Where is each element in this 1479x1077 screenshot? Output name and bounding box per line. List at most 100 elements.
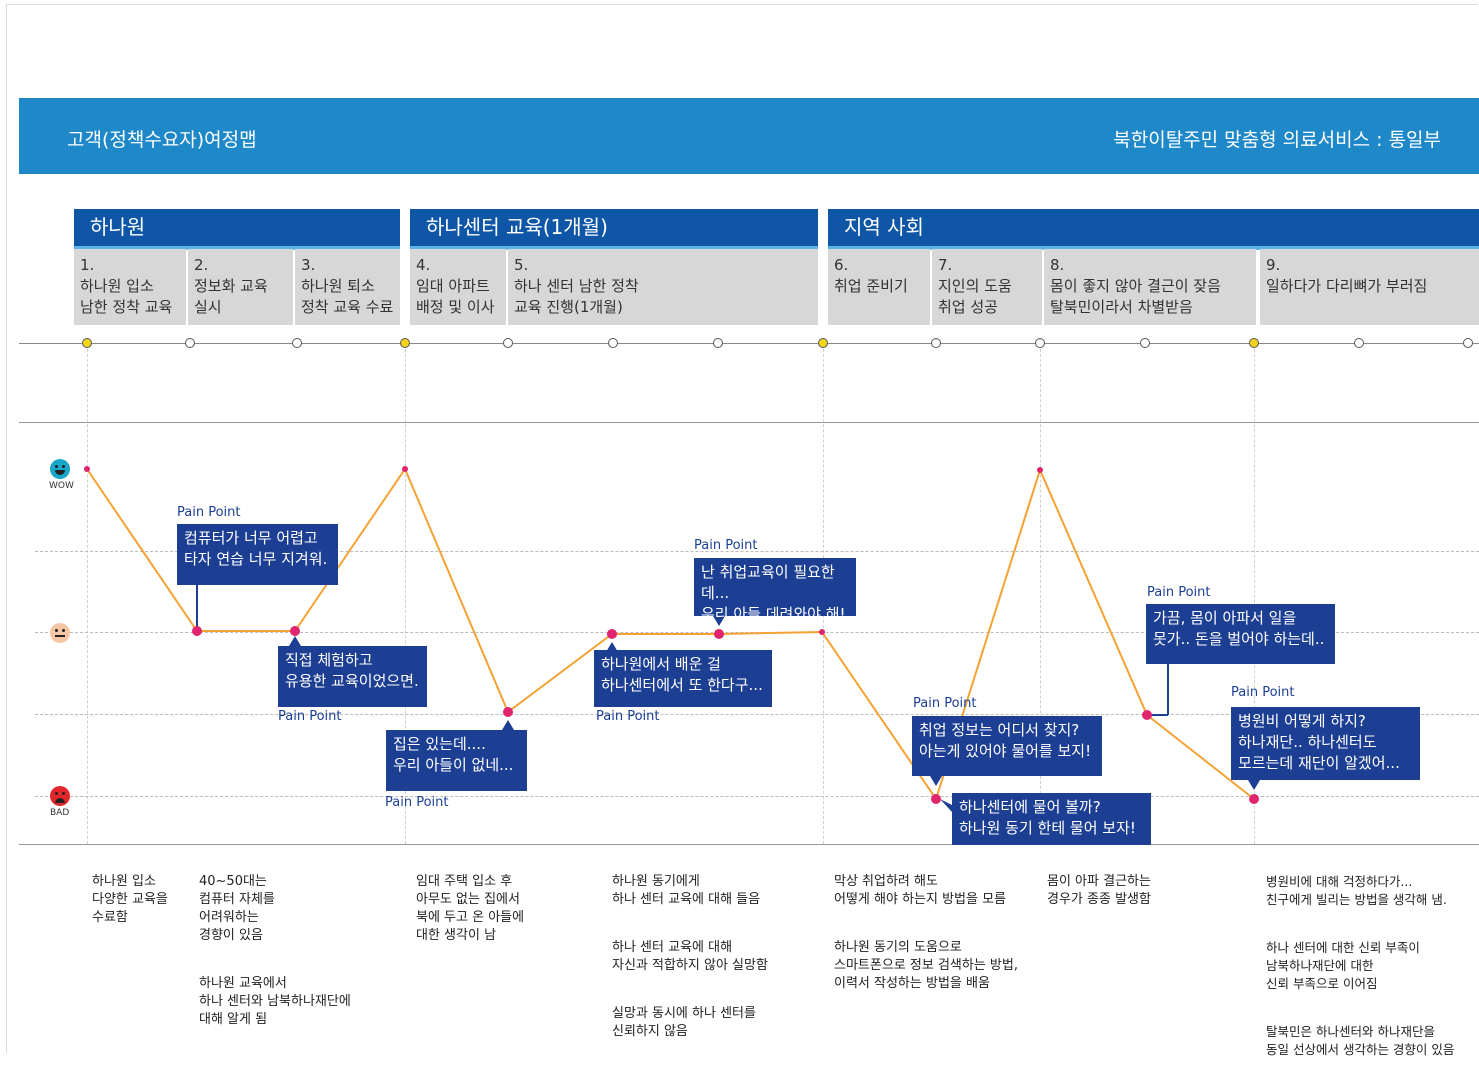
note-column-2: 40~50대는 컴퓨터 자체를 어려워하는 경향이 있음 하나원 교육에서 하나… bbox=[199, 855, 399, 1047]
timeline-marker bbox=[608, 338, 618, 348]
note-text: 하나 센터 교육에 대해 자신과 적합하지 않아 실망함 bbox=[612, 940, 768, 973]
pain-point-label: Pain Point bbox=[385, 795, 449, 810]
note-text: 하나원 동기의 도움으로 스마트폰으로 정보 검색하는 방법, 이력서 작성하는… bbox=[834, 940, 1018, 991]
emotion-point bbox=[607, 629, 617, 639]
page-frame bbox=[6, 4, 1478, 1053]
step-number: 3. bbox=[301, 256, 316, 274]
emotion-point bbox=[84, 466, 90, 472]
note-column-6: 몸이 아파 결근하는 경우가 종종 발생함 bbox=[1047, 855, 1247, 927]
step-5: 5. 하나 센터 남한 정착 교육 진행(1개월) bbox=[508, 249, 818, 325]
bubble-pointer bbox=[289, 636, 301, 646]
note-column-4: 하나원 동기에게 하나 센터 교육에 대해 들음 하나 센터 교육에 대해 자신… bbox=[612, 855, 822, 1059]
guide-line bbox=[1040, 349, 1041, 844]
grid-line bbox=[35, 714, 1479, 715]
step-number: 8. bbox=[1050, 256, 1065, 274]
pain-point-label: Pain Point bbox=[596, 709, 660, 724]
step-label: 하나 센터 남한 정착 교육 진행(1개월) bbox=[514, 277, 639, 316]
pain-point-label: Pain Point bbox=[1231, 685, 1295, 700]
bubble-pointer bbox=[930, 776, 942, 786]
step-number: 2. bbox=[194, 256, 209, 274]
note-text: 탈북민은 하나센터와 하나재단을 동일 선상에서 생각하는 경향이 있음 bbox=[1266, 1024, 1455, 1057]
note-text: 하나 센터에 대한 신뢰 부족이 남북하나재단에 대한 신뢰 부족으로 이어짐 bbox=[1266, 940, 1420, 991]
pain-point-label: Pain Point bbox=[177, 505, 241, 520]
pain-point-bubble: 가끔, 몸이 아파서 일을 못가.. 돈을 벌어야 하는데.. bbox=[1146, 604, 1335, 664]
pain-point-label: Pain Point bbox=[278, 709, 342, 724]
step-7: 7. 지인의 도움 취업 성공 bbox=[932, 249, 1042, 325]
step-label: 취업 준비기 bbox=[834, 277, 908, 295]
wow-label: WOW bbox=[49, 481, 74, 491]
timeline-marker bbox=[1354, 338, 1364, 348]
bubble-pointer bbox=[940, 799, 952, 812]
guide-line bbox=[1254, 349, 1255, 844]
phase-local-community: 지역 사회 bbox=[828, 209, 1479, 250]
milestone-marker bbox=[82, 338, 92, 348]
timeline-marker bbox=[1140, 338, 1150, 348]
step-2: 2. 정보화 교육 실시 bbox=[188, 249, 293, 325]
step-6: 6. 취업 준비기 bbox=[828, 249, 930, 325]
bubble-pointer bbox=[713, 616, 725, 626]
timeline-marker bbox=[1035, 338, 1045, 348]
step-label: 몸이 좋지 않아 결근이 잦음 탈북민이라서 차별받음 bbox=[1050, 277, 1221, 316]
timeline-marker bbox=[292, 338, 302, 348]
emotion-point bbox=[1142, 710, 1152, 720]
timeline-marker bbox=[931, 338, 941, 348]
step-3: 3. 하나원 퇴소 정착 교육 수료 bbox=[295, 249, 400, 325]
pain-point-bubble: 취업 정보는 어디서 찾지? 아는게 있어야 물어를 보지! bbox=[912, 716, 1102, 776]
emotion-point bbox=[931, 794, 941, 804]
step-number: 1. bbox=[80, 256, 95, 274]
emotion-point bbox=[714, 629, 724, 639]
phase-hanawon: 하나원 bbox=[74, 209, 400, 250]
emotion-top-line bbox=[19, 422, 1479, 423]
neutral-face-icon bbox=[50, 623, 70, 643]
timeline-marker bbox=[1463, 338, 1473, 348]
emotion-line bbox=[86, 466, 1255, 802]
step-number: 4. bbox=[416, 256, 431, 274]
step-label: 하나원 퇴소 정착 교육 수료 bbox=[301, 277, 394, 316]
emotion-point bbox=[192, 626, 202, 636]
pain-point-bubble: 하나원에서 배운 걸 하나센터에서 또 한다구... bbox=[594, 650, 772, 707]
note-column-3: 임대 주택 입소 후 아무도 없는 집에서 북에 두고 온 아들에 대한 생각이… bbox=[416, 855, 596, 963]
emotion-curve bbox=[84, 466, 1260, 812]
note-text: 하나원 교육에서 하나 센터와 남북하나재단에 대해 알게 됨 bbox=[199, 976, 351, 1027]
step-number: 6. bbox=[834, 256, 849, 274]
note-column-1: 하나원 입소 다양한 교육을 수료함 bbox=[92, 855, 192, 945]
note-text: 40~50대는 컴퓨터 자체를 어려워하는 경향이 있음 bbox=[199, 874, 275, 943]
pain-point-bubble: 직접 체험하고 유용한 교육이었으면. bbox=[278, 646, 427, 707]
timeline-marker bbox=[713, 338, 723, 348]
pain-point-label: Pain Point bbox=[1147, 585, 1211, 600]
header-banner: 고객(정책수요자)여정맵 북한이탈주민 맞춤형 의료서비스 : 통일부 bbox=[19, 98, 1479, 174]
pain-point-label: Pain Point bbox=[694, 538, 758, 553]
emotion-point bbox=[503, 707, 513, 717]
step-label: 지인의 도움 취업 성공 bbox=[938, 277, 1012, 316]
grid-line bbox=[35, 551, 1479, 552]
step-label: 하나원 입소 남한 정착 교육 bbox=[80, 277, 173, 316]
guide-line bbox=[405, 349, 406, 844]
step-number: 5. bbox=[514, 256, 529, 274]
timeline-line bbox=[19, 343, 1479, 344]
bubble-pointer bbox=[1248, 780, 1260, 790]
journey-map-title: 고객(정책수요자)여정맵 bbox=[67, 129, 257, 151]
emotion-bottom-line bbox=[19, 844, 1479, 845]
note-text: 몸이 아파 결근하는 경우가 종종 발생함 bbox=[1047, 874, 1151, 907]
bubble-pointer bbox=[502, 720, 514, 730]
milestone-marker bbox=[818, 338, 828, 348]
guide-line bbox=[87, 349, 88, 844]
service-title: 북한이탈주민 맞춤형 의료서비스 : 통일부 bbox=[1113, 129, 1441, 151]
step-9: 9. 일하다가 다리뼈가 부러짐 bbox=[1260, 249, 1479, 325]
grid-line bbox=[35, 796, 1479, 797]
step-number: 9. bbox=[1266, 256, 1281, 274]
note-text: 막상 취업하려 해도 어떻게 해야 하는지 방법을 모름 bbox=[834, 874, 1007, 907]
note-text: 병원비에 대해 걱정하다가... 친구에게 빌리는 방법을 생각해 냄. bbox=[1266, 874, 1447, 907]
step-8: 8. 몸이 좋지 않아 결근이 잦음 탈북민이라서 차별받음 bbox=[1044, 249, 1256, 325]
step-4: 4. 임대 아파트 배정 및 이사 bbox=[410, 249, 506, 325]
pain-point-bubble: 난 취업교육이 필요한데... 우리 아들 데려와야 해! bbox=[694, 558, 856, 623]
timeline-marker bbox=[185, 338, 195, 348]
emotion-point bbox=[1037, 467, 1043, 473]
milestone-marker bbox=[400, 338, 410, 348]
milestone-marker bbox=[1249, 338, 1259, 348]
step-label: 정보화 교육 실시 bbox=[194, 277, 268, 316]
emotion-point bbox=[290, 626, 300, 636]
bad-face-icon bbox=[50, 786, 70, 806]
note-text: 하나원 입소 다양한 교육을 수료함 bbox=[92, 874, 168, 925]
note-column-5: 막상 취업하려 해도 어떻게 해야 하는지 방법을 모름 하나원 동기의 도움으… bbox=[834, 855, 1044, 1011]
